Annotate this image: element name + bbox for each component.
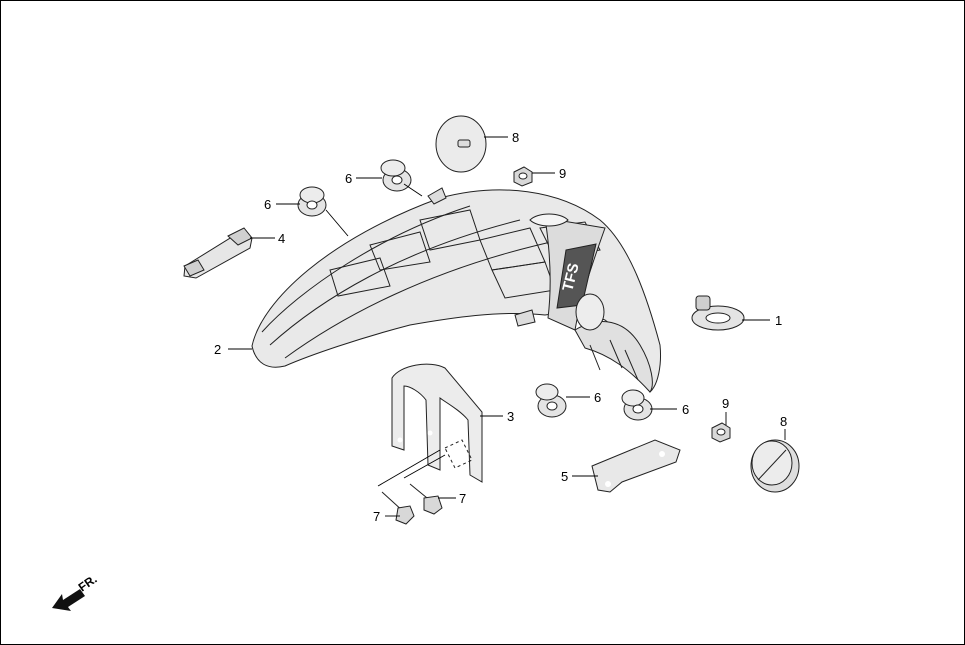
callout-7-a: 7	[373, 509, 380, 524]
fender-side-mount-disc	[575, 293, 605, 331]
fender-tail	[574, 321, 653, 393]
callout-6-d: 6	[682, 402, 689, 417]
callout-labels: 1 2 3 4 5 6 6 6 6 7 7 8 8 9 9	[214, 130, 787, 524]
brace-hidden-outline	[444, 439, 473, 469]
callout-9-a: 9	[559, 166, 566, 181]
grommet-part-6-a	[297, 186, 327, 217]
grommet-part-6-b	[380, 159, 412, 192]
fastener-washer-hole	[705, 312, 731, 324]
front-fender-part-2: TFS	[251, 187, 661, 393]
fender-top-tab	[427, 187, 447, 205]
grommet-part-6-d	[621, 389, 653, 421]
callout-6-a: 6	[264, 197, 271, 212]
bracket-hole	[659, 451, 665, 457]
fender-crease-3	[284, 239, 561, 359]
pattern-cell	[369, 231, 431, 271]
callout-2: 2	[214, 342, 221, 357]
pattern-cell	[329, 257, 391, 297]
bracket-body	[591, 439, 681, 493]
callout-3: 3	[507, 409, 514, 424]
fastener-head	[695, 295, 711, 311]
callout-7-b: 7	[459, 491, 466, 506]
callout-6-c: 6	[594, 390, 601, 405]
callout-5: 5	[561, 469, 568, 484]
clip-part-4	[183, 227, 253, 279]
callout-8-b: 8	[780, 414, 787, 429]
brace-hole	[397, 437, 403, 443]
fender-bracket-tab	[514, 309, 536, 327]
bolt-part-7-b	[409, 483, 443, 515]
fender-crease-2	[269, 219, 521, 346]
leader-lines	[228, 136, 786, 517]
callout-4: 4	[278, 231, 285, 246]
fender-shell	[251, 189, 661, 393]
grommet-part-6-c	[535, 383, 567, 418]
brace-hole	[427, 430, 433, 436]
front-direction-indicator: FR.	[52, 572, 100, 611]
fender-logo-text: TFS	[559, 261, 582, 293]
front-arrow-icon	[52, 589, 85, 611]
tail-pattern	[589, 339, 639, 381]
callout-1: 1	[775, 313, 782, 328]
bracket-hole	[605, 481, 611, 487]
cap-part-8-bottom	[750, 439, 800, 493]
callout-6-b: 6	[345, 171, 352, 186]
cap-part-8-top	[435, 115, 487, 173]
brace-body	[391, 363, 483, 483]
nut-part-9-b	[711, 422, 731, 443]
fender-crease-1	[261, 205, 471, 333]
callout-9-b: 9	[722, 396, 729, 411]
fastener-part-1	[691, 295, 745, 331]
nut-part-9-a	[513, 166, 533, 187]
fender-top-slot	[529, 213, 569, 227]
bolt-part-7-a	[381, 491, 415, 525]
fender-brace-part-3	[391, 363, 483, 483]
clip-tab	[183, 259, 205, 277]
bracket-part-5	[591, 439, 681, 493]
callout-8-a: 8	[512, 130, 519, 145]
